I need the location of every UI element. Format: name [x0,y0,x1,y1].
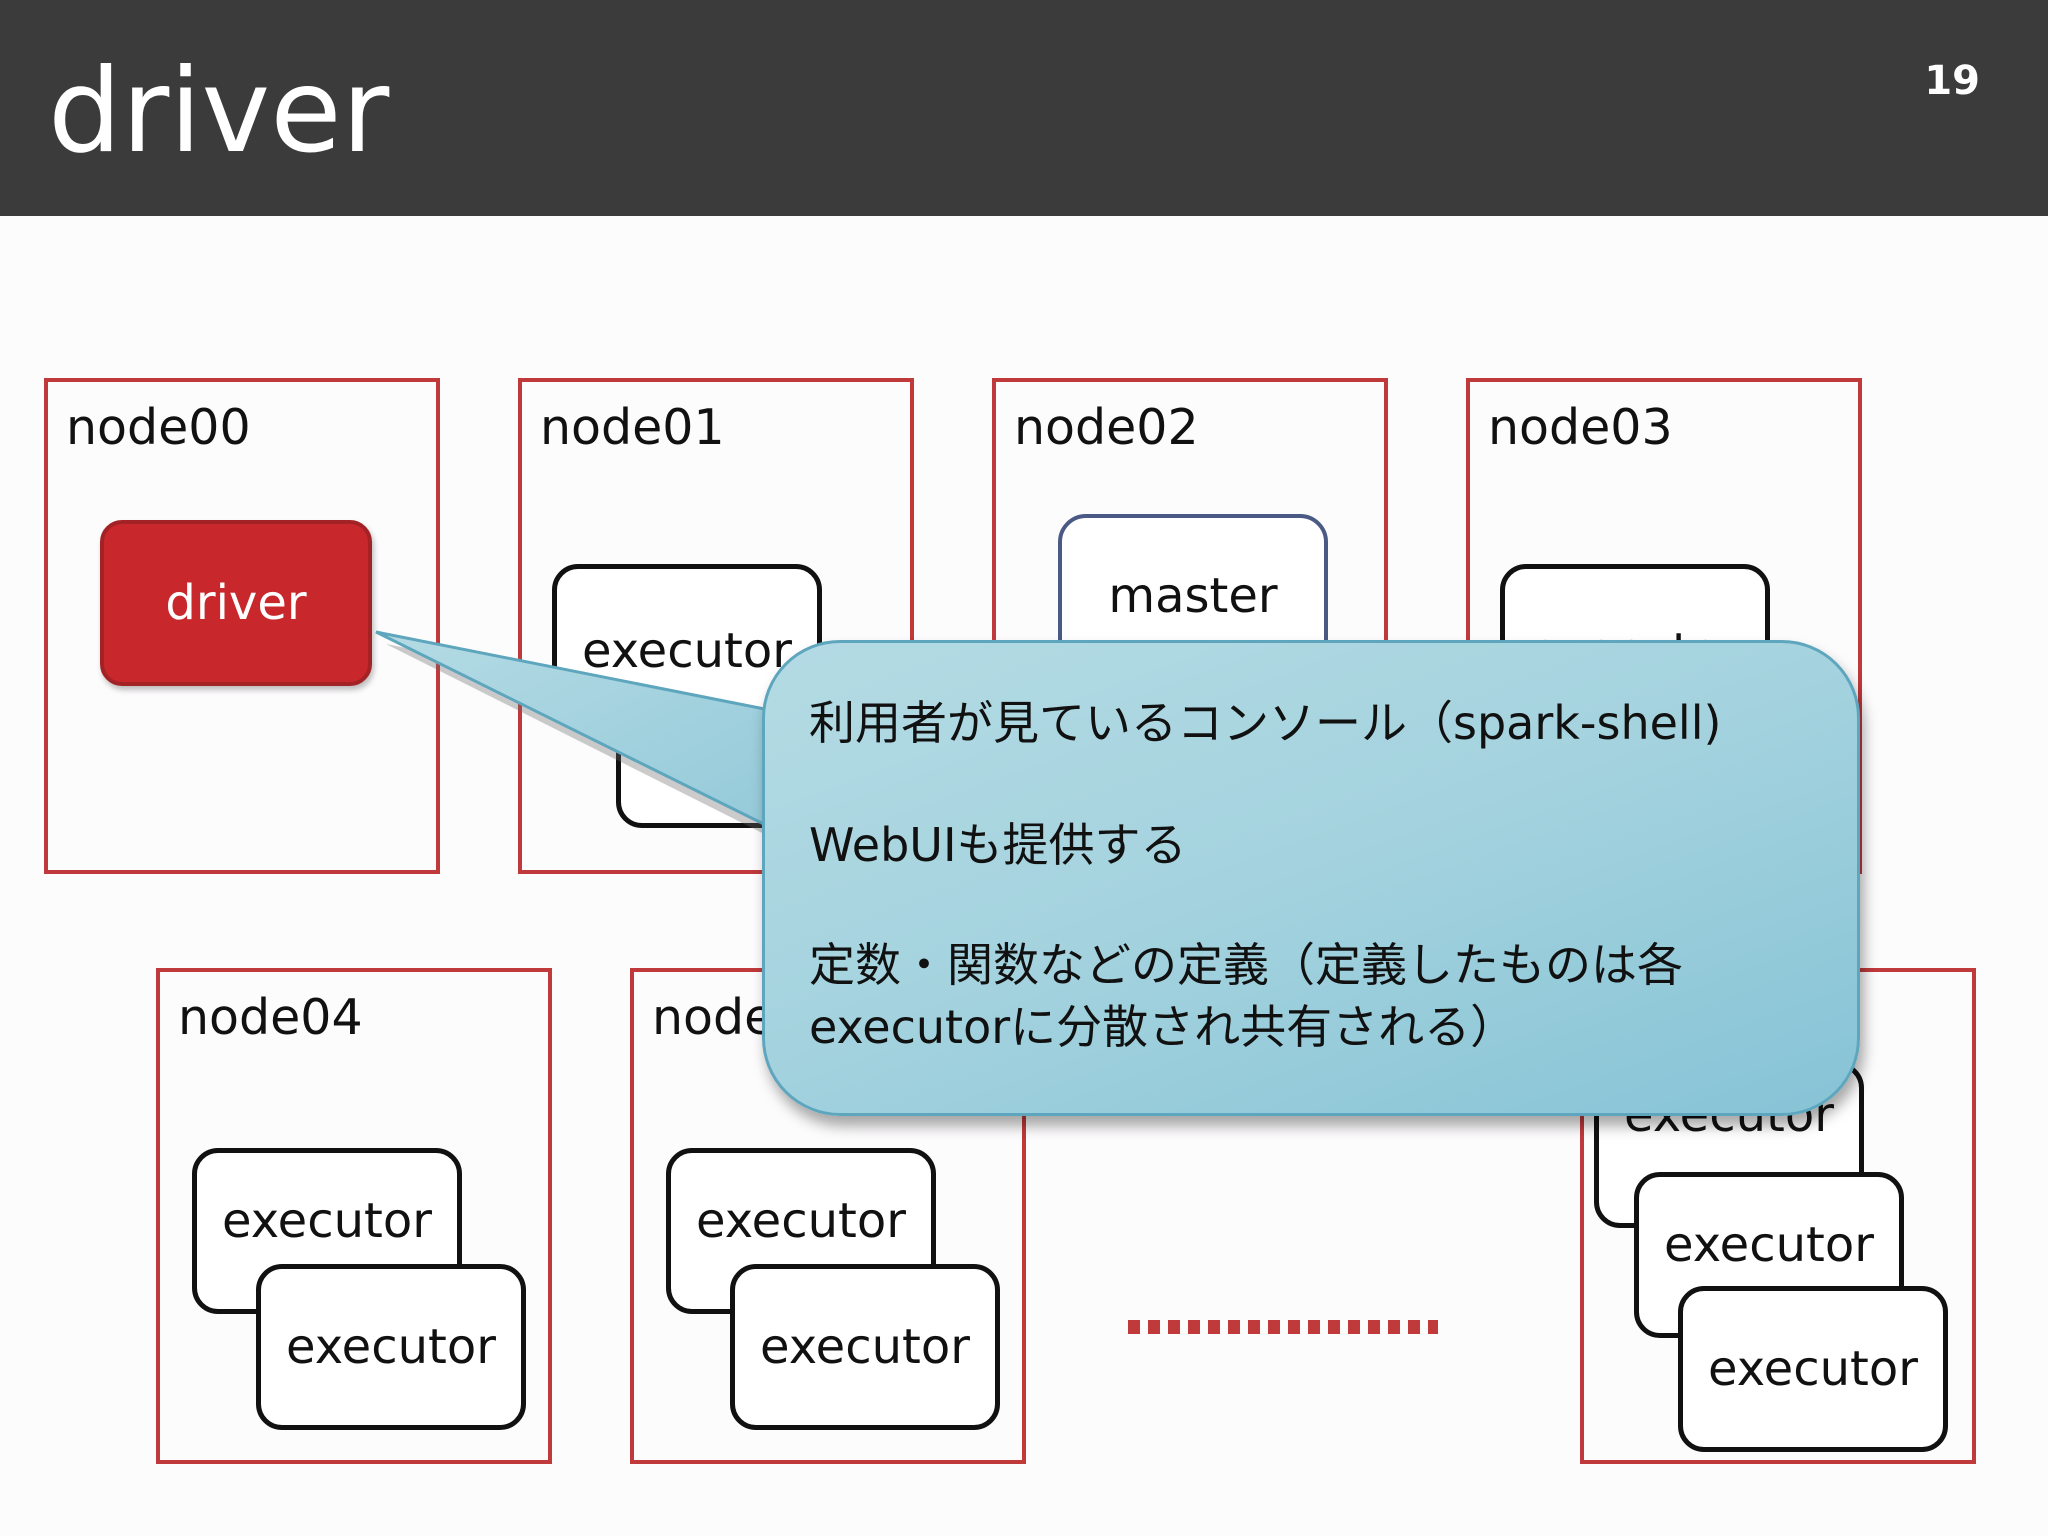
node-02-label: node02 [1014,399,1199,456]
node-00: node00 [44,378,440,874]
ellipsis-dots [1128,1320,1438,1334]
title-bar: driver 19 [0,0,2048,216]
executor-box: executor [1678,1286,1948,1452]
driver-box: driver [100,520,372,686]
node-05-label: node [652,989,775,1046]
slide-title: driver [48,44,390,179]
executor-box: executor [730,1264,1000,1430]
node-00-label: node00 [66,399,251,456]
page-number: 19 [1924,58,1980,104]
callout-bubble: 利用者が見ているコンソール（spark-shell) WebUIも提供する 定数… [762,640,1860,1116]
callout-line-definitions: 定数・関数などの定義（定義したものは各 [809,938,1683,992]
node-04: node04 executor executor [156,968,552,1464]
callout-line-console: 利用者が見ているコンソール（spark-shell) [809,696,1722,750]
callout-line-shared: executorに分散され共有される） [809,1000,1517,1054]
executor-box: executor [256,1264,526,1430]
node-03-label: node03 [1488,399,1673,456]
callout-line-webui: WebUIも提供する [809,818,1187,872]
node-04-label: node04 [178,989,363,1046]
node-01-label: node01 [540,399,725,456]
